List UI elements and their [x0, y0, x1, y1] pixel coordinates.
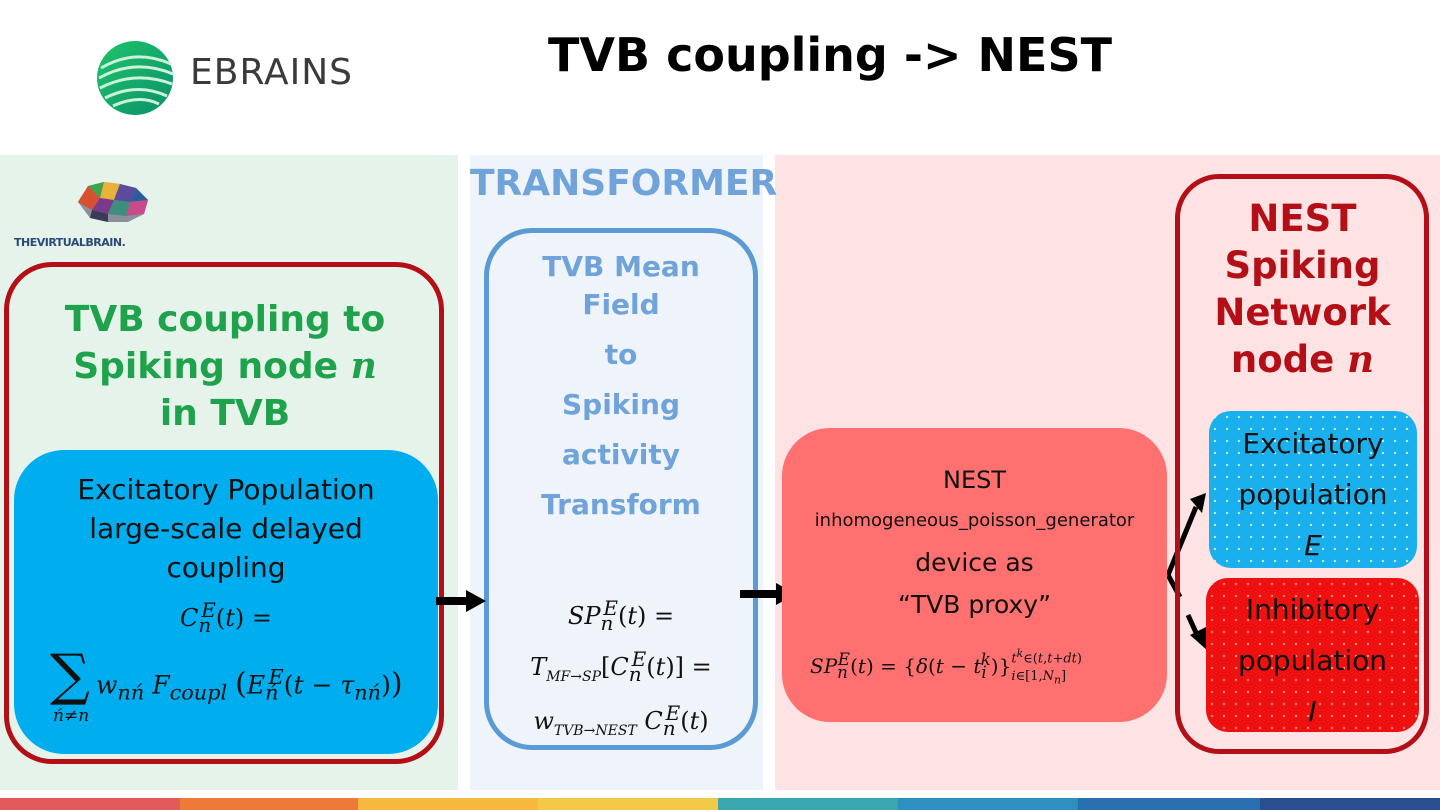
excitatory-coupling-label: Excitatory Population large-scale delaye…: [14, 470, 438, 587]
transformer-frame: [484, 228, 758, 750]
footer-bar-2: [180, 798, 358, 810]
tvb-heading-line-2: Spiking node n: [73, 345, 377, 387]
tvb-heading-line-1: TVB coupling to: [64, 299, 386, 340]
transformer-label-line-2: Field: [582, 288, 660, 321]
tvb-coupling-frame: [4, 262, 444, 764]
tvb-heading-line-3: in TVB: [159, 393, 291, 434]
nest-network-heading: NEST Spiking Network node n: [1185, 195, 1420, 383]
transformer-label-line-4: Spiking: [561, 388, 680, 421]
transformer-label-line-6: Transform: [541, 488, 701, 521]
nest-proxy-box: [782, 428, 1167, 722]
nest-device-title: NEST: [942, 466, 1006, 494]
excitatory-label-line-3: coupling: [166, 551, 286, 584]
network-heading-line-2: Spiking: [1224, 244, 1381, 287]
nest-device-proxy: “TVB proxy”: [897, 590, 1052, 619]
spike-train-equation: SPnE(t) = {δ(t − tik)}tk∈(t,t+dt)i∈[1,Nn…: [810, 647, 1082, 687]
excitatory-pop-line-2: population: [1238, 478, 1388, 511]
sum-symbol: ∑: [50, 643, 90, 708]
inhibitory-pop-line-1: Inhibitory: [1245, 593, 1380, 626]
inhibitory-population-box: [1206, 578, 1419, 732]
transformer-label-line-5: activity: [562, 438, 680, 471]
footer-bar-6: [898, 798, 1078, 810]
footer-bar-5: [718, 798, 898, 810]
coupling-equation-rhs: wnń Fcoupl (EńE(t − τnń)): [96, 665, 403, 705]
footer-bar-8: [1260, 798, 1440, 810]
ebrains-logo-icon: [97, 41, 174, 115]
transformer-equation: SPnE(t) = TMF→SP[CnE(t)] = wTVB→NEST CnE…: [530, 596, 712, 740]
inhibitory-pop-line-2: population: [1238, 644, 1387, 677]
transformer-heading: TRANSFORMER: [470, 163, 778, 204]
footer-bar-1: [0, 798, 180, 810]
tvb-coupling-heading: TVB coupling to Spiking node n in TVB: [20, 296, 430, 437]
coupling-equation-lhs: CnE(t) =: [179, 598, 272, 637]
excitatory-coupling-box: [14, 450, 438, 754]
network-heading-line-1: NEST: [1248, 197, 1357, 240]
transformer-label-line-1: TVB Mean: [542, 250, 700, 283]
excitatory-pop-line-3: E: [1304, 529, 1322, 562]
footer-bar-4: [538, 798, 718, 810]
network-heading-line-3: Network: [1214, 291, 1391, 334]
footer-bar-3: [358, 798, 538, 810]
excitatory-pop-line-1: Excitatory: [1242, 427, 1384, 460]
inhibitory-pop-line-3: I: [1308, 695, 1317, 728]
arrow-right-icon: [436, 590, 486, 612]
title-text: TVB coupling -> NEST: [548, 28, 1112, 82]
inhibitory-population-label: Inhibitory population I: [1206, 584, 1419, 737]
page-title: TVB coupling -> NEST: [0, 28, 1440, 82]
transformer-label-line-3: to: [604, 338, 638, 371]
virtual-brain-logo-text: THEVIRTUALBRAIN.: [14, 236, 126, 249]
nest-device-name: inhomogeneous_poisson_generator: [814, 510, 1135, 531]
excitatory-label-line-2: large-scale delayed: [89, 512, 363, 545]
transformer-label: TVB Mean Field to Spiking activity Trans…: [490, 248, 752, 524]
footer-bar-7: [1078, 798, 1260, 810]
nest-device-as: device as: [915, 548, 1034, 577]
branch-arrows-icon: [1165, 493, 1208, 651]
virtual-brain-logo-icon: [78, 182, 148, 222]
network-heading-line-4: node n: [1230, 337, 1375, 381]
sum-subscript: ń≠n: [53, 706, 90, 726]
nest-network-frame: [1175, 174, 1429, 754]
ebrains-logo-text: EBRAINS: [190, 52, 354, 93]
excitatory-population-label: Excitatory population E: [1209, 418, 1417, 571]
excitatory-population-box: [1209, 411, 1417, 568]
excitatory-label-line-1: Excitatory Population: [77, 473, 375, 506]
